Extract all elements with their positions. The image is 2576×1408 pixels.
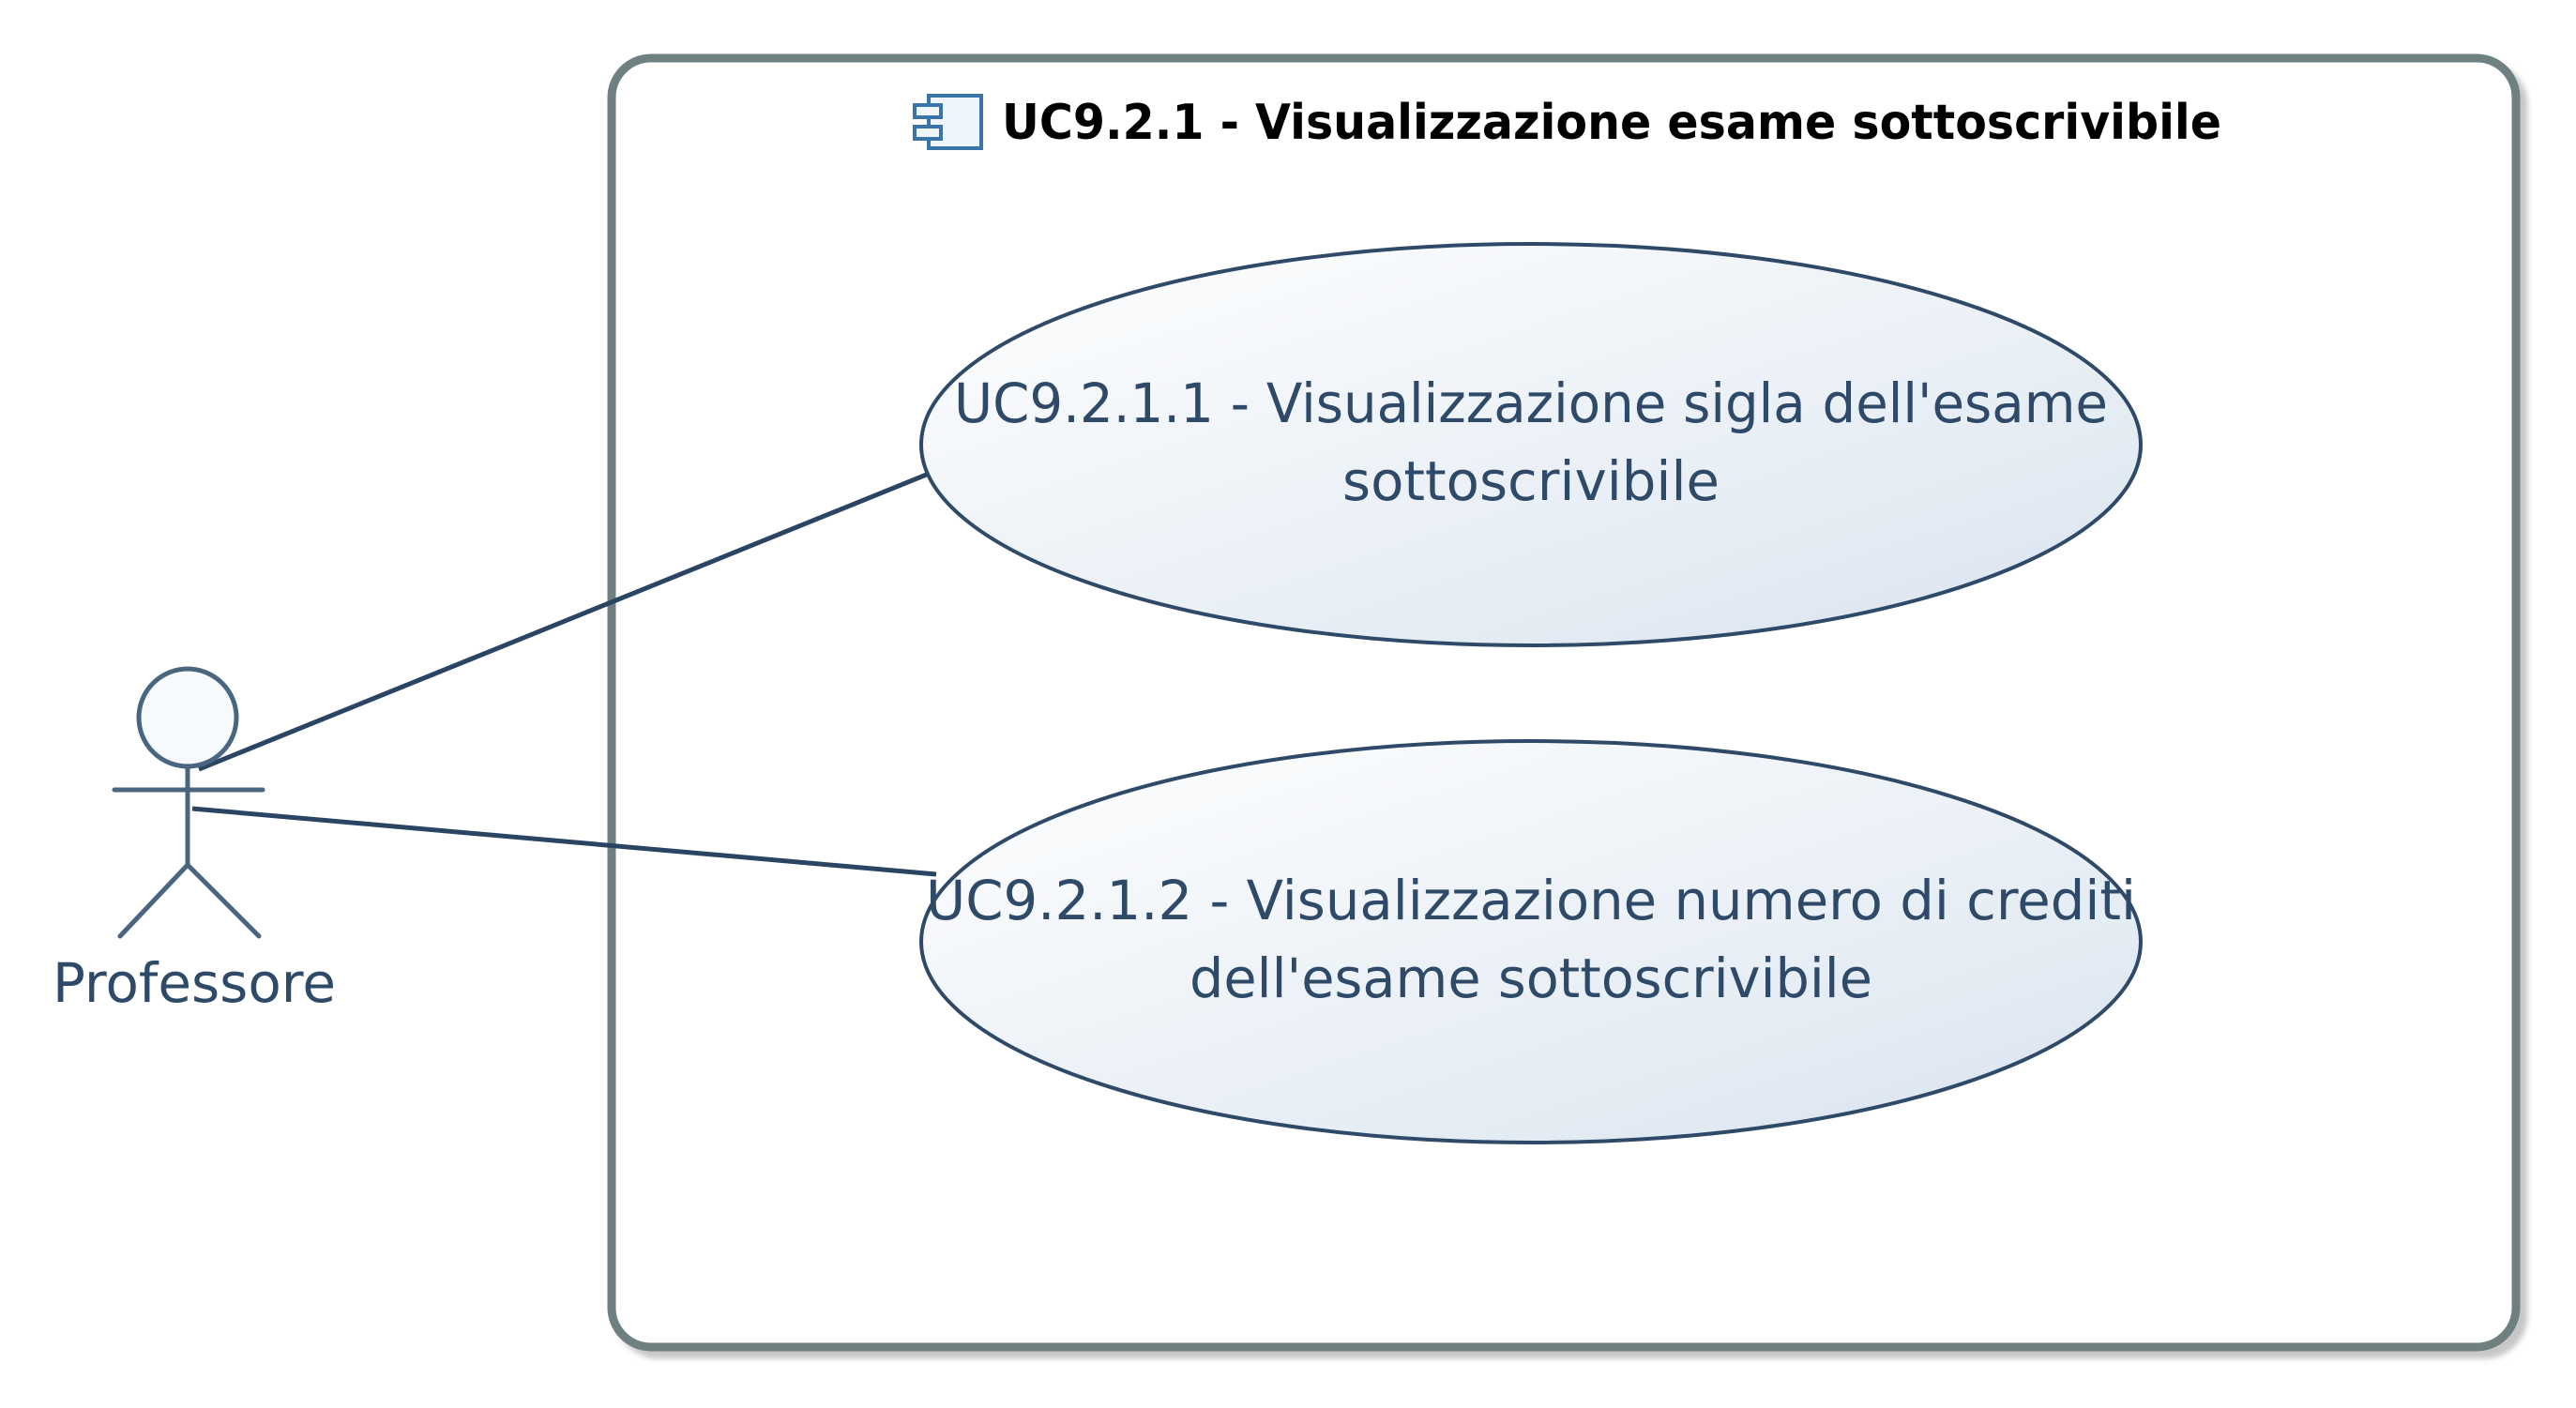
- actor-label: Professore: [53, 951, 336, 1015]
- use-case-uc9-2-1-2-label-line1: UC9.2.1.2 - Visualizzazione numero di cr…: [926, 869, 2136, 932]
- use-case-uc9-2-1-1-label-line2: sottoscrivibile: [1342, 449, 1720, 513]
- association-line-uc1[interactable]: [198, 471, 930, 772]
- use-case-uc9-2-1-2-label-line2: dell'esame sottoscrivibile: [1190, 946, 1872, 1010]
- use-case-uc9-2-1-1-label-line1: UC9.2.1.1 - Visualizzazione sigla dell'e…: [954, 371, 2108, 435]
- system-title: UC9.2.1 - Visualizzazione esame sottoscr…: [1002, 95, 2221, 151]
- stick-figure-actor-icon[interactable]: [112, 666, 265, 939]
- association-line-uc2[interactable]: [191, 806, 937, 877]
- use-case-uc9-2-1-2[interactable]: UC9.2.1.2 - Visualizzazione numero di cr…: [919, 739, 2143, 1144]
- component-icon: [913, 94, 983, 150]
- use-case-uc9-2-1-1[interactable]: UC9.2.1.1 - Visualizzazione sigla dell'e…: [919, 242, 2143, 647]
